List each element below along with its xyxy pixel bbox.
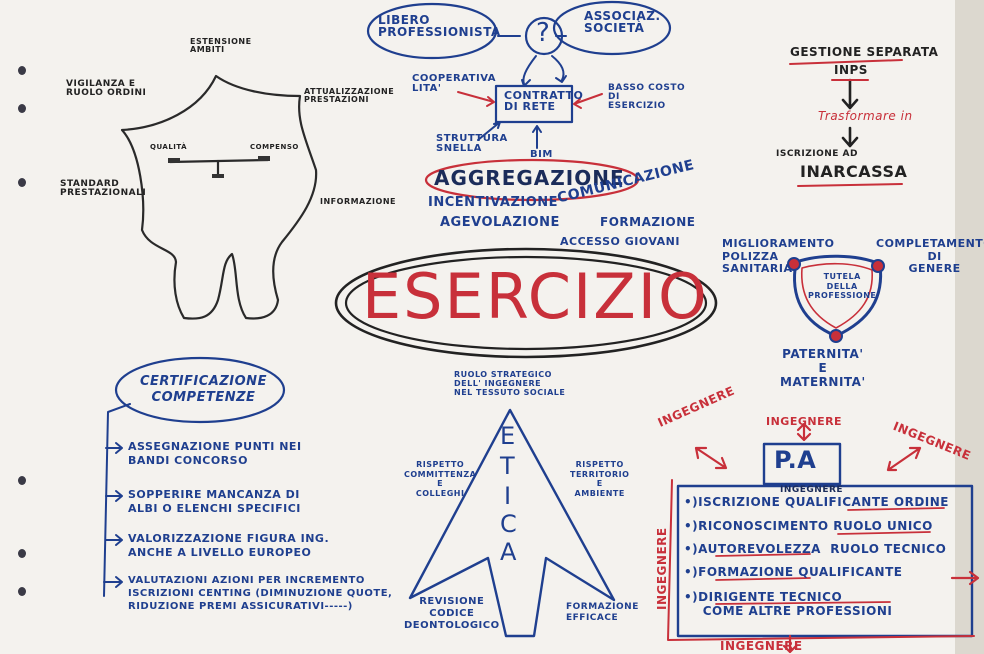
incentivazione-label: INCENTIVAZIONE <box>428 195 559 210</box>
tutela-label: TUTELA DELLA PROFESSIONE <box>808 272 877 301</box>
accesso-giovani-label: ACCESSO GIOVANI <box>560 235 680 248</box>
certificazione-item: VALORIZZAZIONE FIGURA ING. ANCHE A LIVEL… <box>128 532 330 560</box>
gestione-separata-label: GESTIONE SEPARATA <box>790 45 939 59</box>
binder-hole <box>18 178 26 187</box>
struttura-snella-label: STRUTTURA SNELLA <box>436 133 508 154</box>
certificazione-item: SOPPERIRE MANCANZA DI ALBI O ELENCHI SPE… <box>128 488 301 516</box>
paternita-label: PATERNITA' E MATERNITA' <box>780 347 866 389</box>
cooperativa-label: COOPERATIVA LITA' <box>412 73 497 94</box>
pa-sub-ingegnere: INGEGNERE <box>780 485 844 495</box>
aggregazione-label: AGGREGAZIONE <box>434 166 625 190</box>
pa-item: •)ISCRIZIONE QUALIFICANTE ORDINE <box>684 495 949 509</box>
estensione-ambiti-label: ESTENSIONE AMBITI <box>190 37 252 54</box>
ingegnere-label: INGEGNERE <box>655 527 669 610</box>
certificazione-title: CERTIFICAZIONE COMPETENZE <box>140 374 267 406</box>
ruolo-strategico-label: RUOLO STRATEGICO DELL' INGEGNERE NEL TES… <box>454 370 566 398</box>
question-mark: ? <box>536 18 551 48</box>
certificazione-item: ASSEGNAZIONE PUNTI NEI BANDI CONCORSO <box>128 440 302 468</box>
trasformare-label: Trasformare in <box>818 109 913 123</box>
etica-letter: T <box>500 452 516 480</box>
binder-hole <box>18 549 26 558</box>
rispetto-territorio-label: RISPETTO TERRITORIO E AMBIENTE <box>570 460 630 498</box>
ingegnere-label: INGEGNERE <box>766 415 843 428</box>
etica-letter: A <box>500 538 517 566</box>
pa-item: •)RICONOSCIMENTO RUOLO UNICO <box>684 519 933 533</box>
pa-item: •)AUTOREVOLEZZA RUOLO TECNICO <box>684 542 947 556</box>
agevolazione-label: AGEVOLAZIONE <box>440 215 560 230</box>
completamento-label: COMPLETAMENTO DI GENERE <box>876 237 984 276</box>
pa-title: P.A <box>774 446 817 474</box>
pa-item: •)FORMAZIONE QUALIFICANTE <box>684 565 903 579</box>
basso-costo-label: BASSO COSTO DI ESERCIZIO <box>608 83 686 111</box>
formazione-efficace-label: FORMAZIONE EFFICACE <box>566 602 639 623</box>
binder-hole <box>18 587 26 596</box>
etica-letter: C <box>500 510 518 538</box>
libero-professionista-label: LIBERO PROFESSIONISTA <box>378 13 501 39</box>
binder-hole <box>18 476 26 485</box>
vigilanza-label: VIGILANZA E RUOLO ORDINI <box>66 79 147 98</box>
esercizio-title: ESERCIZIO <box>362 260 709 333</box>
rispetto-committenza-label: RISPETTO COMMITTENZA E COLLEGHI <box>404 460 477 498</box>
binder-hole <box>18 104 26 113</box>
contratto-di-rete-label: CONTRATTO DI RETE <box>504 89 584 113</box>
certificazione-item: VALUTAZIONI AZIONI PER INCREMENTO ISCRIZ… <box>128 575 393 612</box>
iscrizione-ad-label: ISCRIZIONE AD <box>776 149 858 159</box>
binder-hole <box>18 66 26 75</box>
revisione-codice-label: REVISIONE CODICE DEONTOLOGICO <box>404 596 500 631</box>
miglioramento-label: MIGLIORAMENTO POLIZZA SANITARIA <box>722 237 835 276</box>
compenso-label: COMPENSO <box>250 143 299 151</box>
informazione-label: INFORMAZIONE <box>320 197 396 206</box>
associazione-societa-label: ASSOCIAZ. SOCIETÀ <box>584 9 661 35</box>
inps-label: INPS <box>834 63 868 77</box>
inarcassa-label: INARCASSA <box>800 162 908 181</box>
ingegnere-label: INGEGNERE <box>720 639 803 653</box>
etica-letter: E <box>500 422 516 450</box>
formazione-top-label: FORMAZIONE <box>600 215 696 229</box>
etica-letter: I <box>504 482 512 510</box>
bim-label: BIM <box>530 149 553 160</box>
standard-prestazionali-label: STANDARD PRESTAZIONALI <box>60 179 147 198</box>
qualita-label: QUALITÀ <box>150 143 188 151</box>
pa-item: •)DIRIGENTE TECNICO COME ALTRE PROFESSIO… <box>684 590 893 619</box>
attualizzazione-label: ATTUALIZZAZIONE PRESTAZIONI <box>304 87 395 104</box>
